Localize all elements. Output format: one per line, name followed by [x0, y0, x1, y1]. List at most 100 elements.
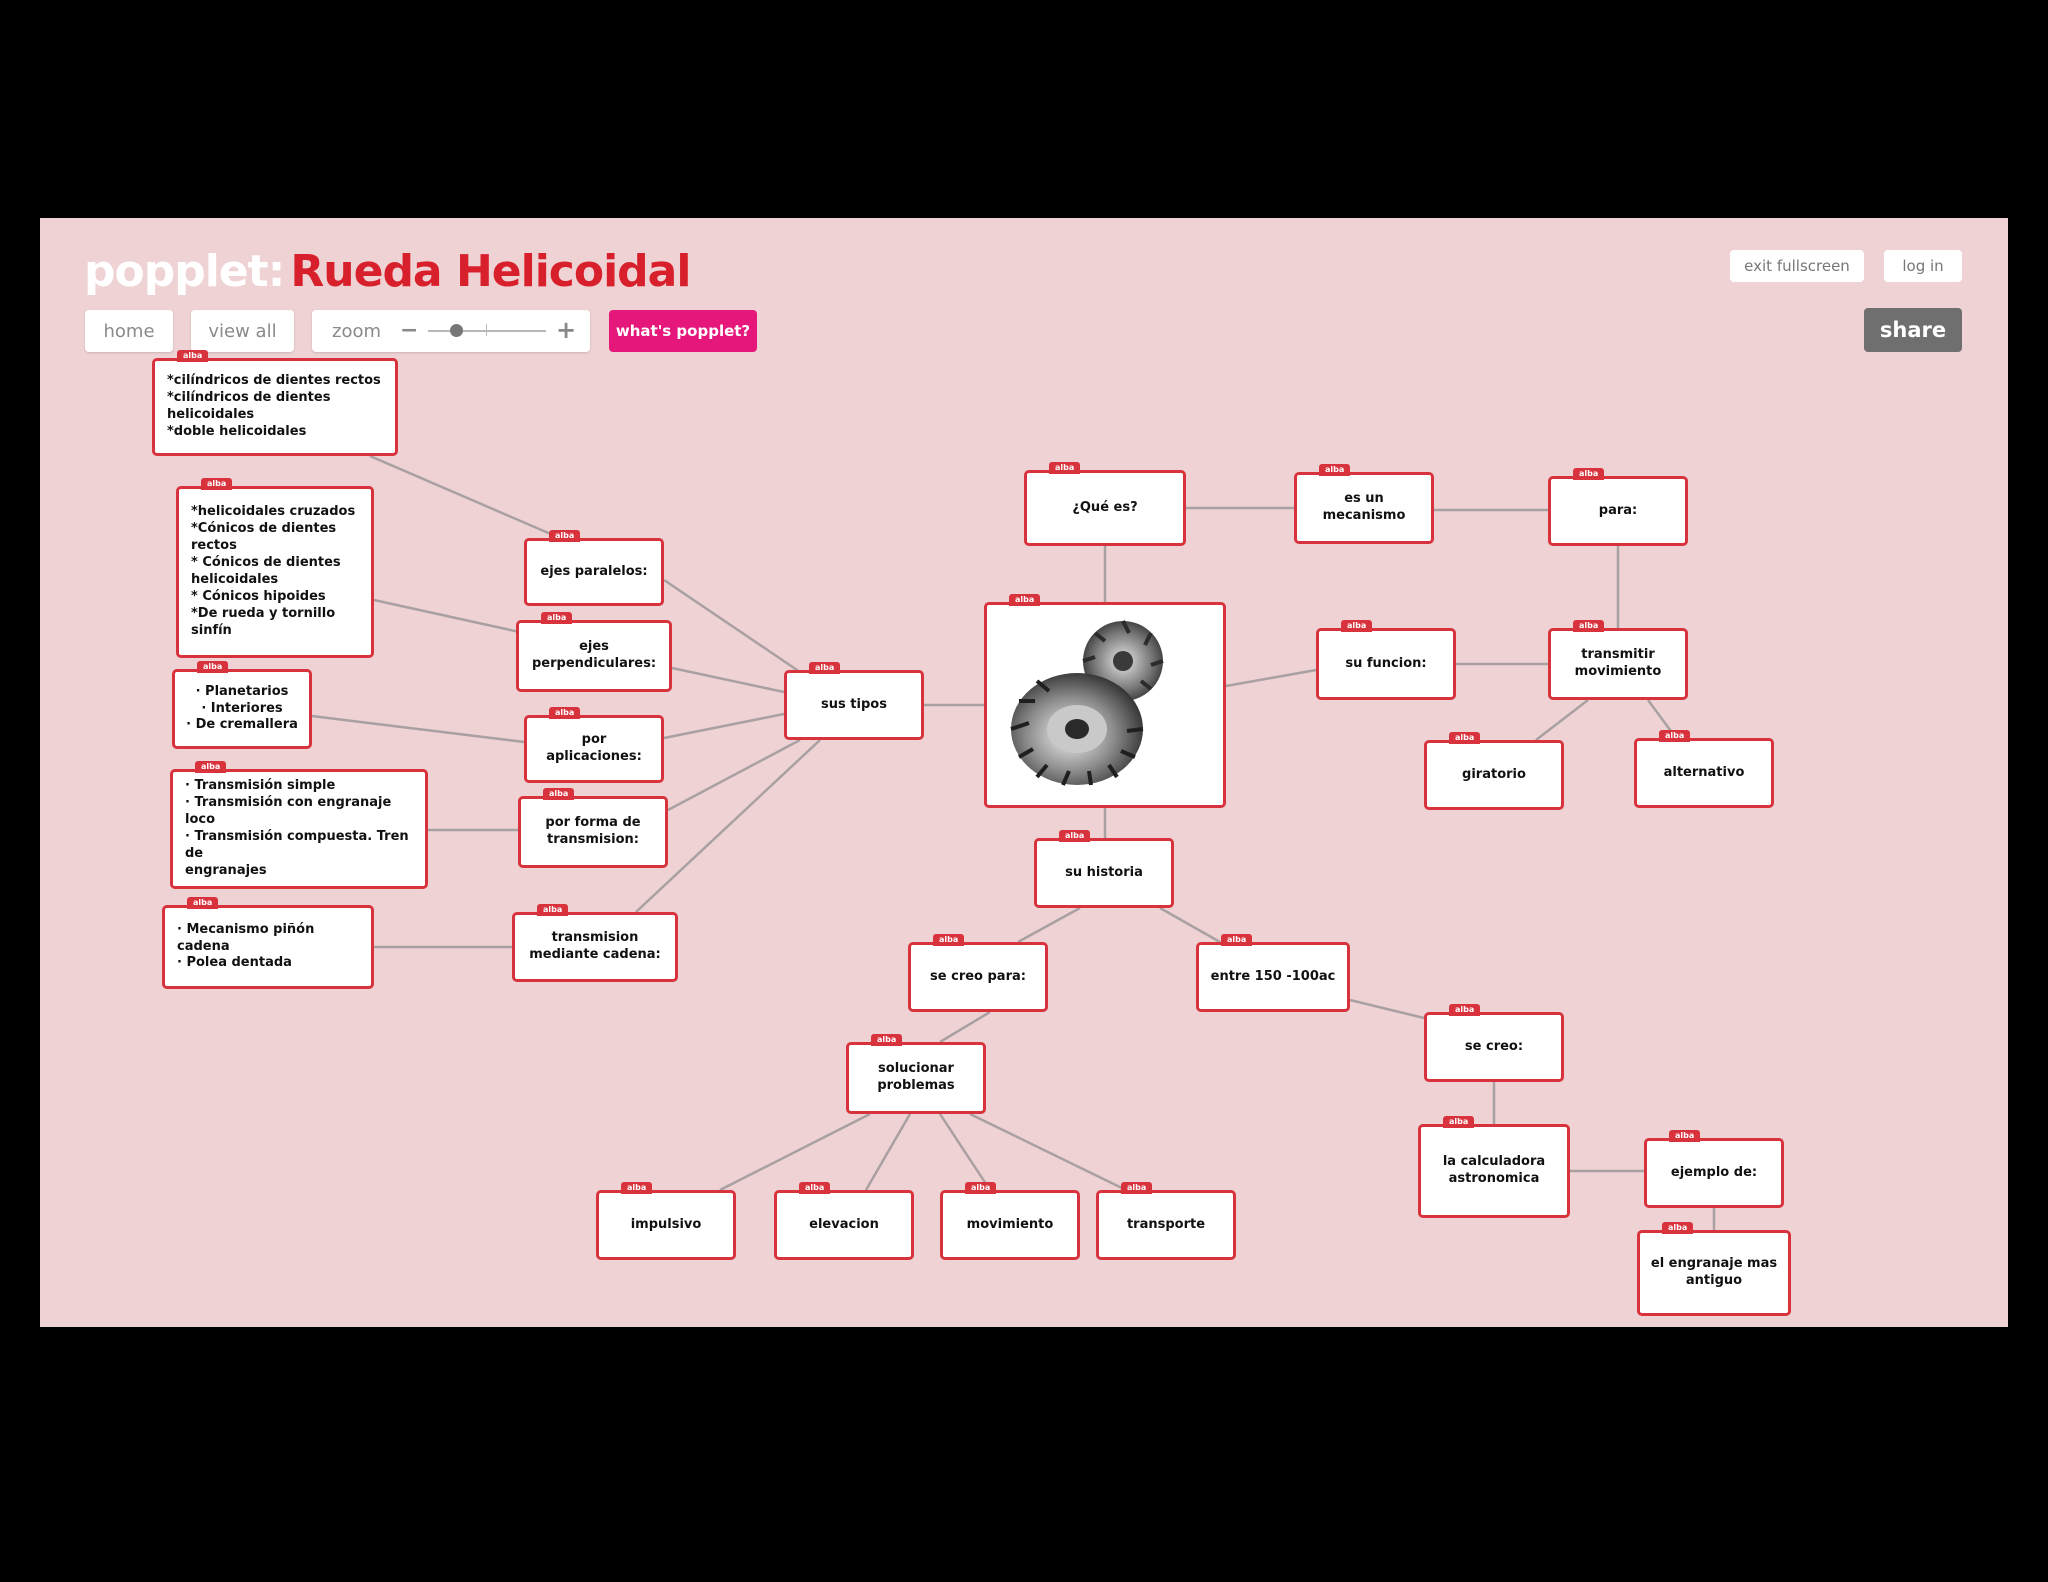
popple-impulsivo[interactable]: alba impulsivo [596, 1182, 736, 1260]
author-tag: alba [197, 661, 229, 673]
popple-gear-types-parallel[interactable]: alba *cilíndricos de dientes rectos *cil… [152, 350, 398, 456]
popple-ejemplo-de[interactable]: alba ejemplo de: [1644, 1130, 1784, 1208]
popple-solucionar-problemas[interactable]: alba solucionar problemas [846, 1034, 986, 1114]
author-tag: alba [965, 1182, 997, 1194]
connector-line [635, 739, 821, 913]
popple-movimiento[interactable]: alba movimiento [940, 1182, 1080, 1260]
connector-line [663, 578, 801, 674]
connector-line [938, 1113, 992, 1191]
popple-text: ejes paralelos: [540, 563, 648, 579]
popple-transmision-mediante-cadena[interactable]: alba transmision mediante cadena: [512, 904, 678, 982]
author-tag: alba [933, 934, 965, 946]
connector-line [864, 1113, 912, 1191]
popple-text: se creo para: [930, 968, 1026, 984]
view-all-button[interactable]: view all [191, 310, 294, 352]
popple-text: transmision mediante cadena: [529, 930, 661, 962]
zoom-slider-handle[interactable] [450, 324, 463, 337]
popple-engranaje-mas-antiguo[interactable]: alba el engranaje mas antiguo [1637, 1222, 1791, 1316]
exit-fullscreen-button[interactable]: exit fullscreen [1730, 250, 1864, 282]
connector-line [311, 714, 525, 744]
popple-text: el engranaje mas antiguo [1650, 1256, 1778, 1288]
author-tag: alba [621, 1182, 653, 1194]
popple-text: ¿Qué es? [1072, 499, 1138, 515]
popple-text: entre 150 -100ac [1210, 968, 1336, 984]
zoom-label: zoom [332, 321, 382, 342]
popple-elevacion[interactable]: alba elevacion [774, 1182, 914, 1260]
connector-line [719, 1112, 871, 1192]
popple-entre-150-100ac[interactable]: alba entre 150 -100ac [1196, 934, 1350, 1012]
popple-text: alternativo [1663, 764, 1745, 780]
author-tag: alba [177, 350, 209, 362]
app-logo: popplet: Rueda Helicoidal [84, 246, 691, 306]
popple-gear-image[interactable]: alba [984, 594, 1226, 808]
popple-gear-types-perpendicular[interactable]: alba *helicoidales cruzados *Cónicos de … [176, 478, 374, 658]
zoom-control: zoom − + [312, 310, 590, 352]
popple-su-funcion[interactable]: alba su funcion: [1316, 620, 1456, 700]
popple-ejes-paralelos[interactable]: alba ejes paralelos: [524, 530, 664, 606]
author-tag: alba [799, 1182, 831, 1194]
zoom-in-button[interactable]: + [556, 316, 577, 344]
popple-por-aplicaciones[interactable]: alba por aplicaciones: [524, 707, 664, 783]
author-tag: alba [187, 897, 219, 909]
popple-por-forma-de-transmision[interactable]: alba por forma de transmision: [518, 788, 668, 868]
popple-text: su historia [1065, 864, 1143, 880]
popple-es-un-mecanismo[interactable]: alba es un mecanismo [1294, 464, 1434, 544]
author-tag: alba [201, 478, 233, 490]
popple-sus-tipos[interactable]: alba sus tipos [784, 662, 924, 740]
author-tag: alba [1669, 1130, 1701, 1142]
share-button[interactable]: share [1864, 308, 1962, 352]
connector-line [1535, 699, 1589, 741]
popple-alternativo[interactable]: alba alternativo [1634, 730, 1774, 808]
author-tag: alba [537, 904, 569, 916]
whats-popplet-button[interactable]: what's popplet? [609, 310, 757, 352]
author-tag: alba [541, 612, 573, 624]
popple-text: giratorio [1462, 766, 1526, 782]
zoom-out-button[interactable]: − [400, 318, 419, 343]
popple-text: para: [1598, 502, 1638, 518]
author-tag: alba [549, 707, 581, 719]
popple-text: *helicoidales cruzados *Cónicos de dient… [191, 504, 356, 638]
popple-text: transporte [1126, 1216, 1206, 1232]
popple-giratorio[interactable]: alba giratorio [1424, 732, 1564, 810]
author-tag: alba [1659, 730, 1691, 742]
author-tag: alba [543, 788, 575, 800]
popple-gear-types-applications[interactable]: alba · Planetarios · Interiores · De cre… [172, 661, 312, 749]
popple-transmitir-movimiento[interactable]: alba transmitir movimiento [1548, 620, 1688, 700]
connector-line [1159, 906, 1221, 944]
log-in-button[interactable]: log in [1884, 250, 1962, 282]
author-tag: alba [809, 662, 841, 674]
popple-su-historia[interactable]: alba su historia [1034, 830, 1174, 908]
popple-se-creo[interactable]: alba se creo: [1424, 1004, 1564, 1082]
author-tag: alba [1573, 620, 1605, 632]
popple-text: *cilíndricos de dientes rectos *cilíndri… [167, 373, 381, 439]
popple-text: se creo: [1464, 1038, 1524, 1054]
connector-line [1349, 998, 1425, 1020]
connector-line [373, 598, 525, 635]
popple-text: la calculadora astronomica [1442, 1154, 1546, 1186]
popple-text: solucionar problemas [877, 1061, 955, 1093]
popple-chain-mechanisms[interactable]: alba · Mecanismo piñón cadena · Polea de… [162, 897, 374, 989]
connector-lines [311, 454, 1716, 1230]
brand-colon: : [267, 246, 286, 297]
popple-que-es[interactable]: alba ¿Qué es? [1024, 462, 1186, 546]
popple-text: transmitir movimiento [1574, 647, 1662, 679]
home-button[interactable]: home [85, 310, 173, 352]
popple-text: · Planetarios · Interiores · De cremalle… [186, 683, 298, 733]
popple-se-creo-para[interactable]: alba se creo para: [908, 934, 1048, 1012]
zoom-slider-track[interactable] [428, 330, 546, 332]
popple-transporte[interactable]: alba transporte [1096, 1182, 1236, 1260]
popple-calculadora-astronomica[interactable]: alba la calculadora astronomica [1418, 1116, 1570, 1218]
author-tag: alba [195, 761, 227, 773]
popple-text: · Mecanismo piñón cadena · Polea dentada [177, 921, 315, 971]
bevel-gear-icon [1010, 620, 1164, 786]
popplet-board[interactable]: popplet: Rueda Helicoidal home view all … [40, 218, 2008, 1327]
popple-transmission-types[interactable]: alba · Transmisión simple · Transmisión … [170, 761, 428, 889]
connector-line [939, 1010, 991, 1044]
popple-text: elevacion [809, 1216, 879, 1232]
author-tag: alba [1121, 1182, 1153, 1194]
popple-para[interactable]: alba para: [1548, 468, 1688, 546]
popple-ejes-perpendiculares[interactable]: alba ejes perpendiculares: [516, 612, 672, 692]
popple-text: su funcion: [1345, 655, 1427, 671]
author-tag: alba [871, 1034, 903, 1046]
author-tag: alba [1059, 830, 1091, 842]
